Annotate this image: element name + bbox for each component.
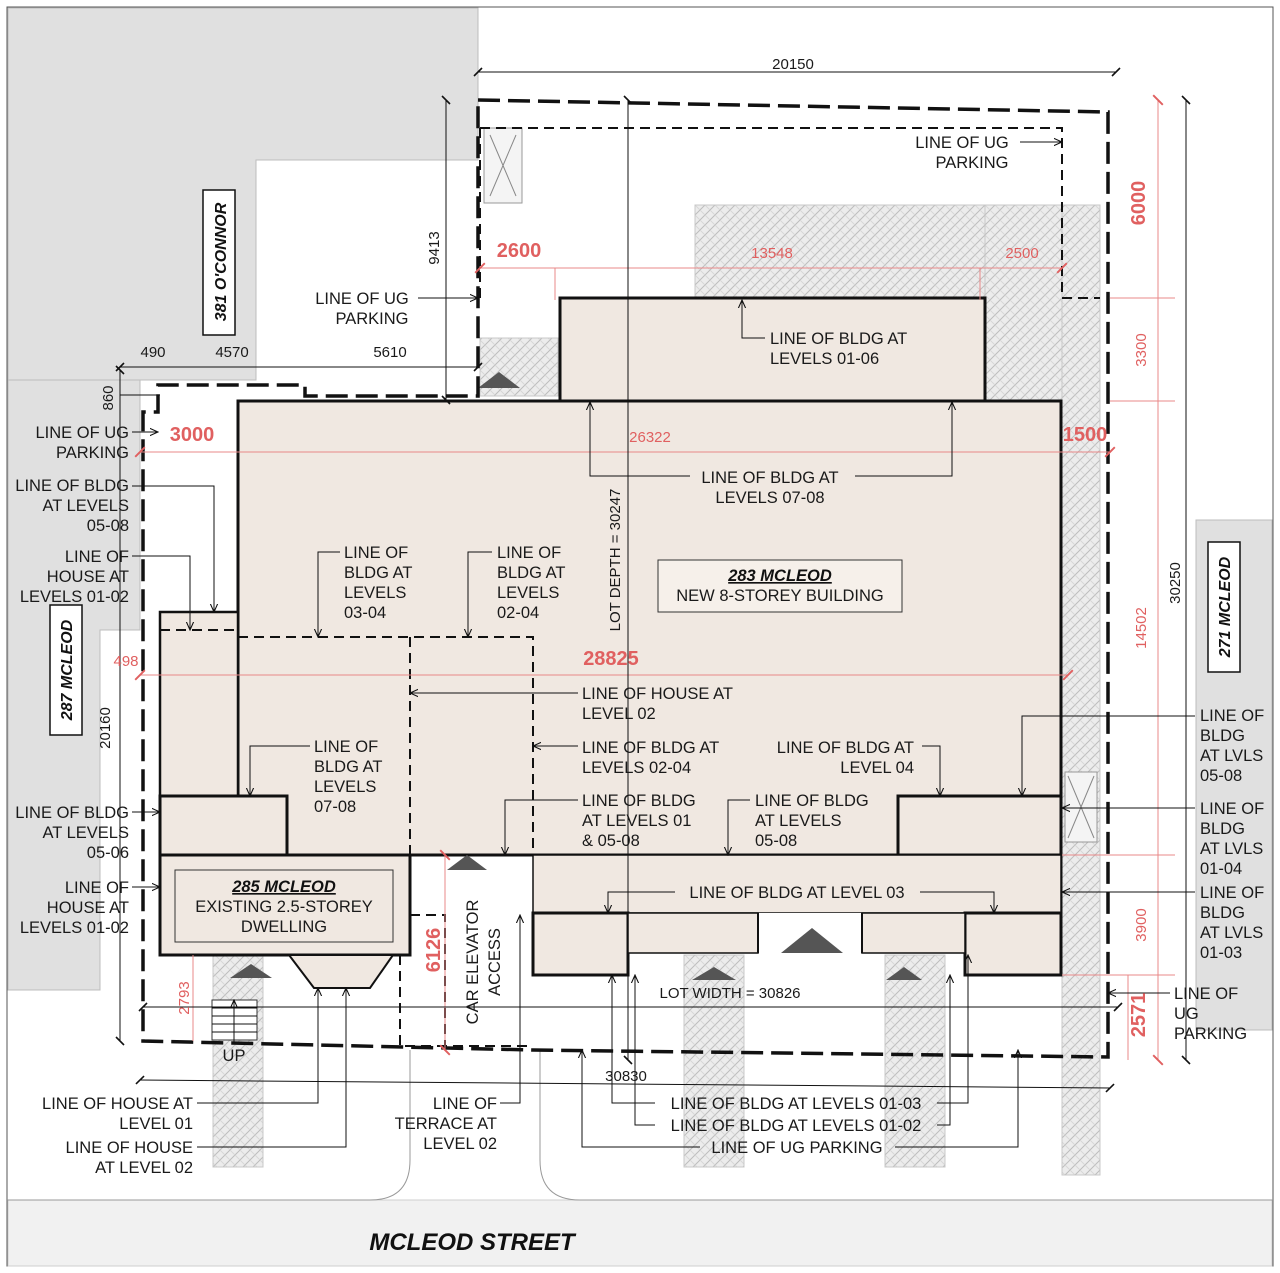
new-building-title: 283 MCLEOD NEW 8-STOREY BUILDING xyxy=(657,559,903,613)
svg-text:2500: 2500 xyxy=(1005,245,1038,262)
svg-text:285 MCLEOD: 285 MCLEOD xyxy=(231,878,336,896)
svg-text:14502: 14502 xyxy=(1133,607,1150,649)
existing-house-title: 285 MCLEOD EXISTING 2.5-STOREY DWELLING xyxy=(195,878,373,936)
svg-text:13548: 13548 xyxy=(751,245,793,262)
setback-values: 3000 1500 2600 2500 13548 26322 28825 49… xyxy=(113,181,1150,1038)
svg-text:2571: 2571 xyxy=(1128,993,1150,1038)
svg-text:EXISTING 2.5-STOREY: EXISTING 2.5-STOREY xyxy=(195,898,373,916)
svg-text:6000: 6000 xyxy=(1128,181,1150,226)
svg-text:9413: 9413 xyxy=(426,231,443,264)
svg-text:2600: 2600 xyxy=(497,240,542,262)
svg-text:LOT WIDTH = 30826: LOT WIDTH = 30826 xyxy=(659,985,800,1002)
svg-text:860: 860 xyxy=(100,385,117,410)
neighbour-tag-north: 381 O'CONNOR xyxy=(202,189,236,336)
neighbour-tag-east: 271 MCLEOD xyxy=(1207,541,1241,673)
street-name: MCLEOD STREET xyxy=(369,1229,577,1256)
svg-text:20150: 20150 xyxy=(772,56,814,73)
svg-text:LINE OF BLDG AT LEVELS 01-02: LINE OF BLDG AT LEVELS 01-02 xyxy=(671,1117,922,1135)
svg-text:498: 498 xyxy=(113,653,138,670)
svg-text:3000: 3000 xyxy=(170,424,215,446)
svg-text:381 O'CONNOR: 381 O'CONNOR xyxy=(213,202,230,321)
dimension-values: 20150 9413 490 4570 5610 860 20160 30250… xyxy=(97,56,1184,1085)
svg-text:20160: 20160 xyxy=(97,707,114,749)
svg-text:2793: 2793 xyxy=(176,981,193,1014)
neighbour-tag-west: 287 MCLEOD xyxy=(49,604,83,736)
paver-areas xyxy=(212,127,1101,1176)
svg-text:LOT DEPTH = 30247: LOT DEPTH = 30247 xyxy=(607,489,624,632)
svg-text:490: 490 xyxy=(140,344,165,361)
svg-text:283 MCLEOD: 283 MCLEOD xyxy=(727,567,832,585)
leader-lines xyxy=(132,142,1195,1148)
svg-text:LINE OF BLDG AT LEVELS 01-03: LINE OF BLDG AT LEVELS 01-03 xyxy=(671,1095,922,1113)
dashed-lines xyxy=(141,98,1110,1059)
svg-text:4570: 4570 xyxy=(215,344,248,361)
existing-house xyxy=(158,853,412,1042)
svg-text:LINE OF BLDG AT LEVEL 03: LINE OF BLDG AT LEVEL 03 xyxy=(689,884,904,902)
svg-text:NEW 8-STOREY BUILDING: NEW 8-STOREY BUILDING xyxy=(676,587,884,605)
svg-text:271 MCLEOD: 271 MCLEOD xyxy=(1217,556,1234,658)
svg-text:3300: 3300 xyxy=(1133,333,1150,366)
neighbour-lots xyxy=(7,7,1273,1267)
svg-text:30830: 30830 xyxy=(605,1068,647,1085)
dimension-lines xyxy=(115,67,1191,1093)
svg-text:5610: 5610 xyxy=(373,344,406,361)
svg-text:UP: UP xyxy=(223,1047,246,1065)
svg-text:26322: 26322 xyxy=(629,429,671,446)
svg-text:1500: 1500 xyxy=(1063,424,1108,446)
svg-text:LINE OF UG PARKING: LINE OF UG PARKING xyxy=(711,1139,882,1157)
svg-text:DWELLING: DWELLING xyxy=(241,918,327,936)
new-building-footprint xyxy=(158,296,1063,980)
svg-text:30250: 30250 xyxy=(1167,562,1184,604)
svg-text:6126: 6126 xyxy=(423,928,445,973)
svg-text:3900: 3900 xyxy=(1133,908,1150,941)
svg-text:287 MCLEOD: 287 MCLEOD xyxy=(59,619,76,721)
svg-text:28825: 28825 xyxy=(583,648,639,670)
